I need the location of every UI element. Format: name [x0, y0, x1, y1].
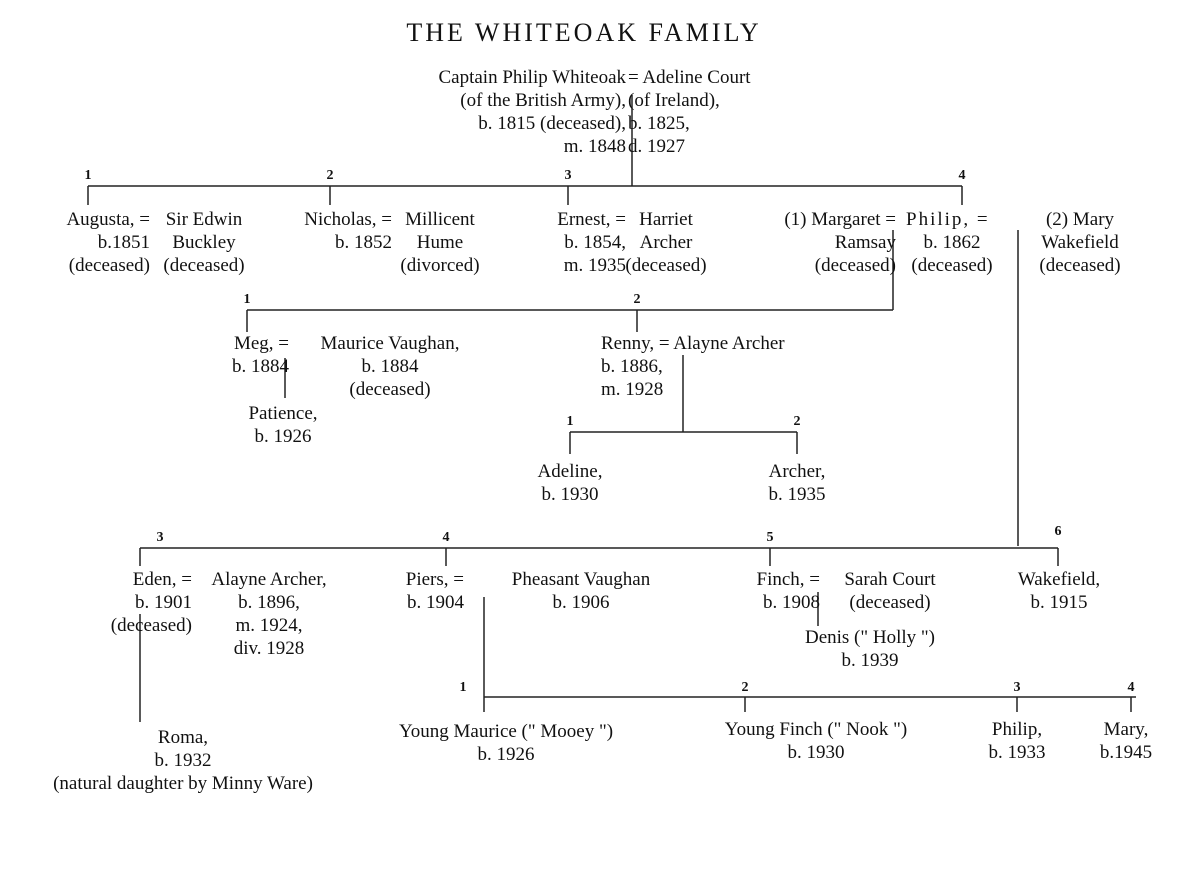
- person-finch: Finch, = b. 1908: [756, 569, 821, 613]
- person-margaret-ramsay: (1) Margaret = Ramsay (deceased): [784, 209, 896, 276]
- person-nicholas: Nicholas, = b. 1852: [304, 209, 392, 253]
- person-denis: Denis (" Holly ") b. 1939: [804, 627, 936, 671]
- person-alayne-archer-eden: Alayne Archer, b. 1896, m. 1924, div. 19…: [211, 569, 327, 659]
- person-sarah-court: Sarah Court (deceased): [844, 569, 936, 613]
- person-young-maurice: Young Maurice (" Mooey ") b. 1926: [398, 721, 614, 765]
- order-number: 1: [243, 292, 251, 307]
- order-number: 2: [793, 414, 801, 429]
- person-adeline-court: = Adeline Court (of Ireland), b. 1825, d…: [628, 67, 751, 157]
- person-philip-details: b. 1862 (deceased): [911, 232, 993, 276]
- person-philip-name: Philip, =: [906, 209, 990, 230]
- person-captain-philip-whiteoak: Captain Philip Whiteoak (of the British …: [438, 67, 626, 157]
- person-ernest: Ernest, = b. 1854, m. 1935: [557, 209, 626, 276]
- person-millicent-hume: Millicent Hume (divorced): [400, 209, 480, 276]
- order-number: 2: [326, 168, 334, 183]
- person-wakefield: Wakefield, b. 1915: [1017, 569, 1101, 613]
- person-mary-wakefield: (2) Mary Wakefield (deceased): [1039, 209, 1121, 276]
- order-number: 3: [1013, 680, 1021, 695]
- person-archer: Archer, b. 1935: [768, 461, 826, 505]
- person-roma: Roma, b. 1932 (natural daughter by Minny…: [53, 727, 313, 794]
- person-augusta: Augusta, = b.1851 (deceased): [66, 209, 150, 276]
- order-number: 3: [156, 530, 164, 545]
- person-maurice-vaughan: Maurice Vaughan, b. 1884 (deceased): [320, 333, 460, 400]
- person-patience: Patience, b. 1926: [248, 403, 318, 447]
- order-number: 4: [1127, 680, 1135, 695]
- order-number: 2: [633, 292, 641, 307]
- person-harriet-archer: Harriet Archer (deceased): [625, 209, 707, 276]
- person-piers: Piers, = b. 1904: [405, 569, 464, 613]
- order-number: 1: [84, 168, 92, 183]
- person-pheasant-vaughan: Pheasant Vaughan b. 1906: [511, 569, 651, 613]
- order-number: 2: [741, 680, 749, 695]
- person-meg: Meg, = b. 1884: [232, 333, 289, 377]
- order-number: 1: [566, 414, 574, 429]
- order-number: 4: [958, 168, 966, 183]
- order-number: 4: [442, 530, 450, 545]
- person-adeline: Adeline, b. 1930: [537, 461, 603, 505]
- order-number: 3: [564, 168, 572, 183]
- person-renny: Renny, = Alayne Archer b. 1886, m. 1928: [601, 333, 785, 400]
- person-mary: Mary, b.1945: [1099, 719, 1153, 763]
- person-sir-edwin-buckley: Sir Edwin Buckley (deceased): [163, 209, 245, 276]
- person-eden: Eden, = b. 1901 (deceased): [110, 569, 192, 636]
- person-young-finch: Young Finch (" Nook ") b. 1930: [724, 719, 908, 763]
- person-philip-jr: Philip, b. 1933: [988, 719, 1046, 763]
- order-number: 6: [1054, 524, 1062, 539]
- order-number: 1: [459, 680, 467, 695]
- page-title: THE WHITEOAK FAMILY: [406, 18, 762, 47]
- order-number: 5: [766, 530, 774, 545]
